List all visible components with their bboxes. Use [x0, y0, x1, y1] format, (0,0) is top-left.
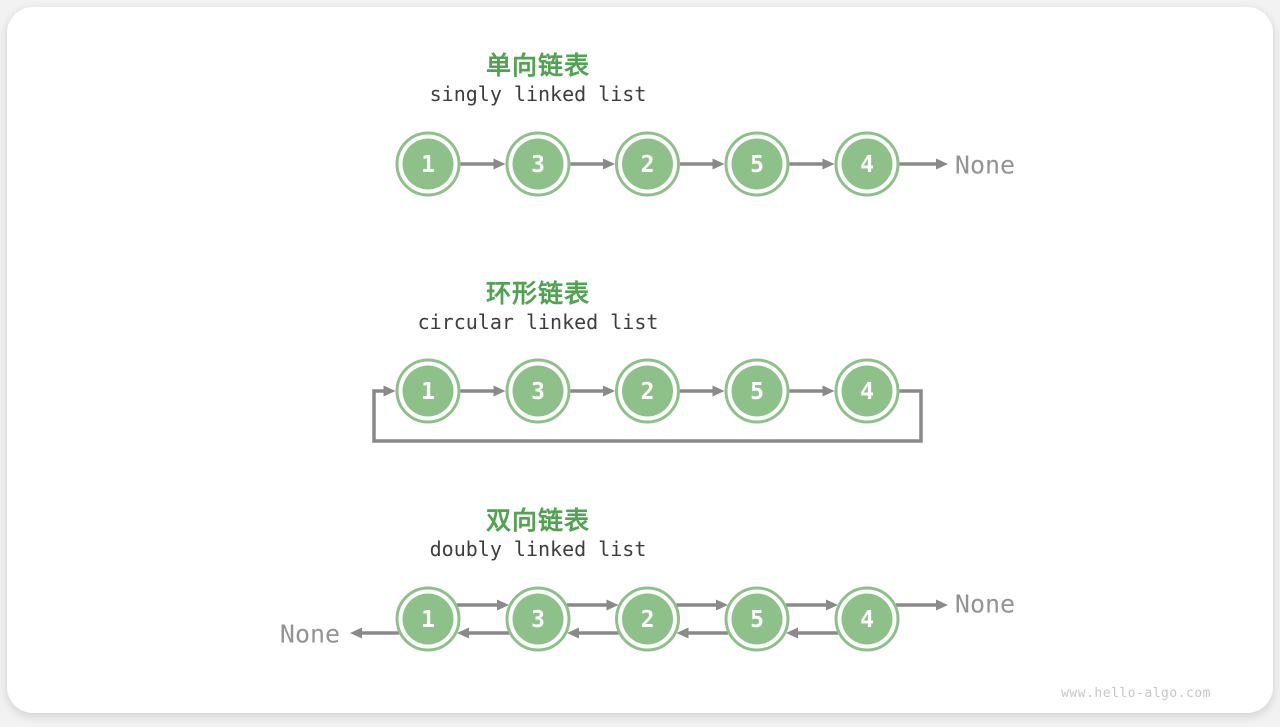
none-label: None: [955, 590, 1015, 619]
node-value: 2: [641, 152, 655, 178]
node-outer-ring: [726, 588, 788, 650]
tail-next-arrow-head: [936, 600, 948, 611]
node-outer-ring: [397, 360, 459, 422]
next-pointer-arrow-head: [826, 600, 838, 611]
singly-list-subtitle: singly linked list: [288, 82, 788, 106]
node-fill: [513, 366, 564, 417]
head-prev-arrow-head: [350, 628, 362, 639]
prev-pointer-arrow-head: [677, 628, 689, 639]
list-node: 3: [507, 133, 569, 195]
list-node: 2: [617, 360, 679, 422]
node-value: 4: [860, 379, 874, 405]
circular-loop-line: [374, 391, 921, 441]
diagram-card: 单向链表 singly linked list 环形链表 circular li…: [7, 7, 1273, 713]
node-fill: [622, 594, 673, 645]
node-value: 3: [531, 379, 545, 405]
list-node: 5: [726, 360, 788, 422]
node-value: 1: [421, 379, 435, 405]
node-value: 5: [750, 607, 764, 633]
list-node: 4: [836, 133, 898, 195]
node-value: 5: [750, 379, 764, 405]
next-pointer-arrow-head: [497, 600, 509, 611]
node-fill: [732, 139, 783, 190]
circular-loop-arrowhead: [384, 386, 396, 397]
tail-next-arrow-head: [936, 159, 948, 170]
node-fill: [842, 366, 893, 417]
node-outer-ring: [836, 588, 898, 650]
node-outer-ring: [397, 133, 459, 195]
node-outer-ring: [507, 588, 569, 650]
list-node: 5: [726, 133, 788, 195]
node-value: 5: [750, 152, 764, 178]
next-pointer-arrow-head: [823, 159, 835, 170]
node-fill: [732, 366, 783, 417]
list-node: 2: [617, 133, 679, 195]
node-value: 4: [860, 607, 874, 633]
doubly-list-subtitle: doubly linked list: [288, 537, 788, 561]
list-node: 5: [726, 588, 788, 650]
doubly-list-title: 双向链表: [338, 501, 738, 537]
list-node: 4: [836, 360, 898, 422]
node-outer-ring: [507, 360, 569, 422]
singly-list-title: 单向链表: [338, 46, 738, 82]
list-node: 2: [617, 588, 679, 650]
next-pointer-arrow-head: [823, 386, 835, 397]
watermark: www.hello-algo.com: [1061, 686, 1211, 701]
next-pointer-arrow-head: [713, 386, 725, 397]
node-outer-ring: [726, 360, 788, 422]
node-fill: [842, 594, 893, 645]
list-node: 1: [397, 133, 459, 195]
next-pointer-arrow-head: [603, 159, 615, 170]
next-pointer-arrow-head: [713, 159, 725, 170]
node-fill: [732, 594, 783, 645]
prev-pointer-arrow-head: [786, 628, 798, 639]
next-pointer-arrow-head: [494, 159, 506, 170]
node-outer-ring: [397, 588, 459, 650]
node-outer-ring: [617, 588, 679, 650]
circular-list-title: 环形链表: [338, 274, 738, 310]
node-outer-ring: [836, 360, 898, 422]
list-node: 1: [397, 360, 459, 422]
prev-pointer-arrow-head: [457, 628, 469, 639]
list-node: 3: [507, 588, 569, 650]
node-value: 2: [641, 607, 655, 633]
none-label: None: [955, 151, 1015, 180]
node-fill: [622, 139, 673, 190]
next-pointer-arrow-head: [716, 600, 728, 611]
node-outer-ring: [617, 360, 679, 422]
node-fill: [513, 594, 564, 645]
node-outer-ring: [836, 133, 898, 195]
list-node: 4: [836, 588, 898, 650]
prev-pointer-arrow-head: [567, 628, 579, 639]
node-outer-ring: [726, 133, 788, 195]
node-value: 1: [421, 607, 435, 633]
next-pointer-arrow-head: [603, 386, 615, 397]
node-value: 1: [421, 152, 435, 178]
node-fill: [622, 366, 673, 417]
node-outer-ring: [617, 133, 679, 195]
node-fill: [513, 139, 564, 190]
next-pointer-arrow-head: [607, 600, 619, 611]
node-outer-ring: [507, 133, 569, 195]
node-value: 3: [531, 607, 545, 633]
node-value: 4: [860, 152, 874, 178]
node-fill: [403, 594, 454, 645]
node-fill: [403, 139, 454, 190]
circular-list-subtitle: circular linked list: [288, 310, 788, 334]
list-node: 3: [507, 360, 569, 422]
node-fill: [403, 366, 454, 417]
next-pointer-arrow-head: [494, 386, 506, 397]
none-label: None: [280, 620, 340, 649]
node-value: 3: [531, 152, 545, 178]
node-value: 2: [641, 379, 655, 405]
node-fill: [842, 139, 893, 190]
list-node: 1: [397, 588, 459, 650]
